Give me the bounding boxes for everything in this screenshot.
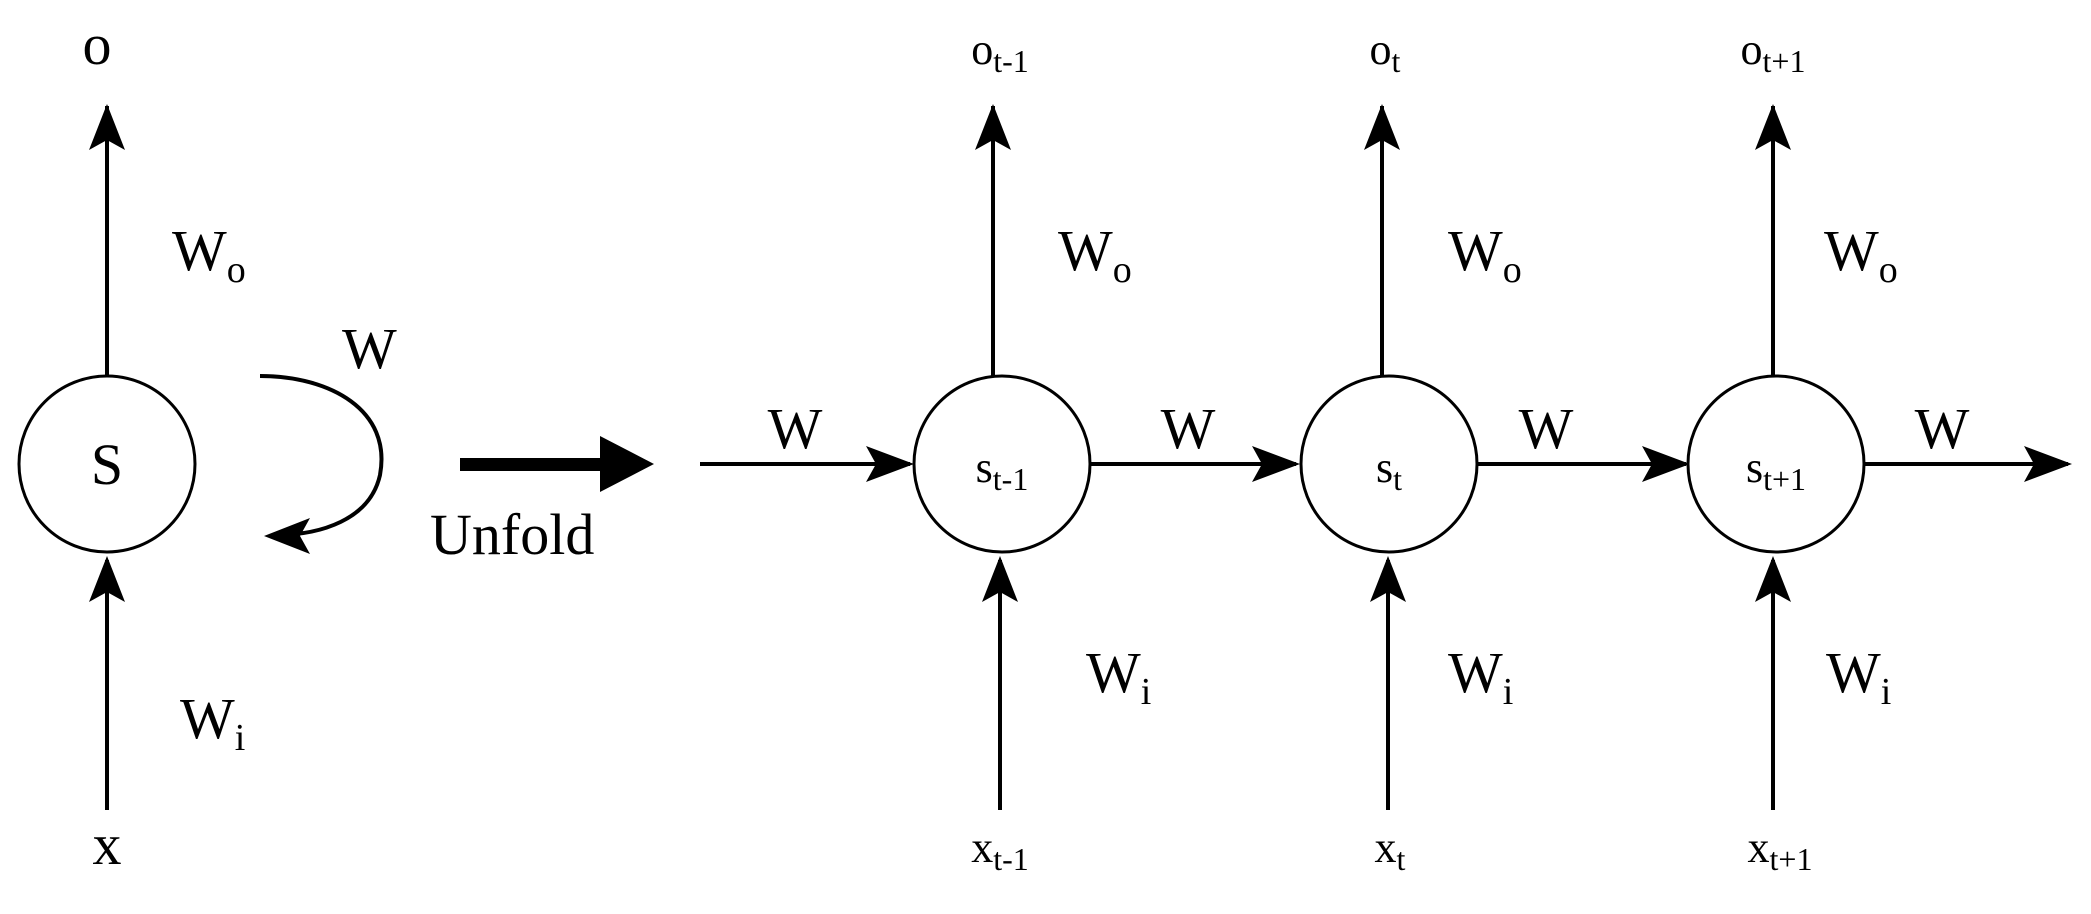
output-label-sub: t-1 (993, 43, 1029, 79)
folded-output-label: o (83, 12, 112, 77)
unfold-arrow-head (600, 436, 654, 492)
state-label-sub: t (1393, 461, 1402, 497)
output-label-sub: t+1 (1763, 43, 1806, 79)
output-weight-label: Wo (1448, 218, 1522, 291)
folded-output-weight-main: W (172, 218, 227, 283)
output-weight-label: Wo (1824, 218, 1898, 291)
step-next-arrowhead (1642, 446, 1690, 482)
output-weight-main: W (1824, 218, 1879, 283)
state-label-main: s (1376, 443, 1393, 492)
input-weight-sub: i (1881, 671, 1892, 713)
output-label-main: o (971, 25, 993, 74)
step-input-arrowhead (1370, 556, 1406, 602)
state-label-main: s (976, 443, 993, 492)
next-weight-label: W (1519, 396, 1574, 461)
input-label-sub: t+1 (1770, 841, 1813, 877)
incoming-weight-label: W (768, 396, 823, 461)
recurrent-loop-arrow (259, 374, 384, 537)
input-label-main: x (971, 823, 993, 872)
time-step-t-plus-1: st+1 ot+1 xt+1 Wo Wi W (1686, 25, 2072, 877)
next-weight-label: W (1915, 396, 1970, 461)
input-label-sub: t (1397, 841, 1406, 877)
state-node (1686, 374, 1866, 554)
input-weight-main: W (1448, 640, 1503, 705)
input-weight-label: Wi (1826, 640, 1891, 713)
time-step-t-minus-1: st-1 ot-1 xt-1 Wo Wi W (912, 25, 1300, 877)
folded-output-weight-sub: o (227, 249, 246, 291)
folded-output-weight: Wo (172, 218, 246, 291)
input-label: xt+1 (1748, 823, 1813, 877)
state-label-sub: t-1 (993, 461, 1029, 497)
folded-output-arrowhead (89, 104, 125, 150)
input-label-sub: t-1 (993, 841, 1029, 877)
output-weight-main: W (1448, 218, 1503, 283)
state-label-main: s (1746, 443, 1763, 492)
step-output-arrowhead (975, 104, 1011, 150)
step-next-arrowhead (2024, 446, 2072, 482)
output-weight-label: Wo (1058, 218, 1132, 291)
incoming-state-arrowhead (866, 446, 914, 482)
state-label: st-1 (976, 443, 1029, 497)
input-weight-sub: i (1141, 671, 1152, 713)
folded-input-weight: Wi (180, 686, 245, 759)
unfold-arrow-shaft (460, 458, 610, 471)
state-label: st+1 (1746, 443, 1806, 497)
output-weight-sub: o (1503, 249, 1522, 291)
input-weight-sub: i (1503, 671, 1514, 713)
state-node (1299, 374, 1479, 554)
output-weight-sub: o (1113, 249, 1132, 291)
time-step-t: st ot xt Wo Wi W (1299, 25, 1690, 877)
unfolded-network: W st-1 ot-1 xt-1 Wo Wi (700, 25, 2072, 877)
unfold-transition: Unfold (430, 436, 654, 567)
input-weight-label: Wi (1448, 640, 1513, 713)
folded-input-label: x (93, 812, 122, 877)
recurrent-loop-arrowhead (264, 518, 310, 554)
folded-input-weight-main: W (180, 686, 235, 751)
step-input-arrowhead (982, 556, 1018, 602)
step-input-arrowhead (1755, 556, 1791, 602)
state-node (912, 374, 1092, 554)
step-next-arrowhead (1252, 446, 1300, 482)
state-label: st (1376, 443, 1402, 497)
output-label: ot-1 (971, 25, 1029, 79)
output-label-main: o (1741, 25, 1763, 74)
unfold-label: Unfold (430, 502, 594, 567)
folded-input-arrowhead (89, 556, 125, 602)
folded-state-node (17, 374, 197, 554)
output-weight-sub: o (1879, 249, 1898, 291)
folded-input-weight-sub: i (235, 717, 246, 759)
folded-network: S W o x Wo Wi (17, 12, 397, 877)
output-weight-main: W (1058, 218, 1113, 283)
step-output-arrowhead (1364, 104, 1400, 150)
next-weight-label: W (1161, 396, 1216, 461)
input-weight-main: W (1826, 640, 1881, 705)
output-label: ot+1 (1741, 25, 1806, 79)
output-label-sub: t (1392, 43, 1401, 79)
input-weight-main: W (1086, 640, 1141, 705)
input-label: xt-1 (971, 823, 1029, 877)
output-label-main: o (1370, 25, 1392, 74)
state-label-sub: t+1 (1763, 461, 1806, 497)
folded-state-label: S (91, 432, 123, 497)
input-weight-label: Wi (1086, 640, 1151, 713)
input-label: xt (1375, 823, 1406, 877)
output-label: ot (1370, 25, 1401, 79)
input-label-main: x (1748, 823, 1770, 872)
input-label-main: x (1375, 823, 1397, 872)
recurrent-weight-label: W (342, 316, 397, 381)
step-output-arrowhead (1755, 104, 1791, 150)
